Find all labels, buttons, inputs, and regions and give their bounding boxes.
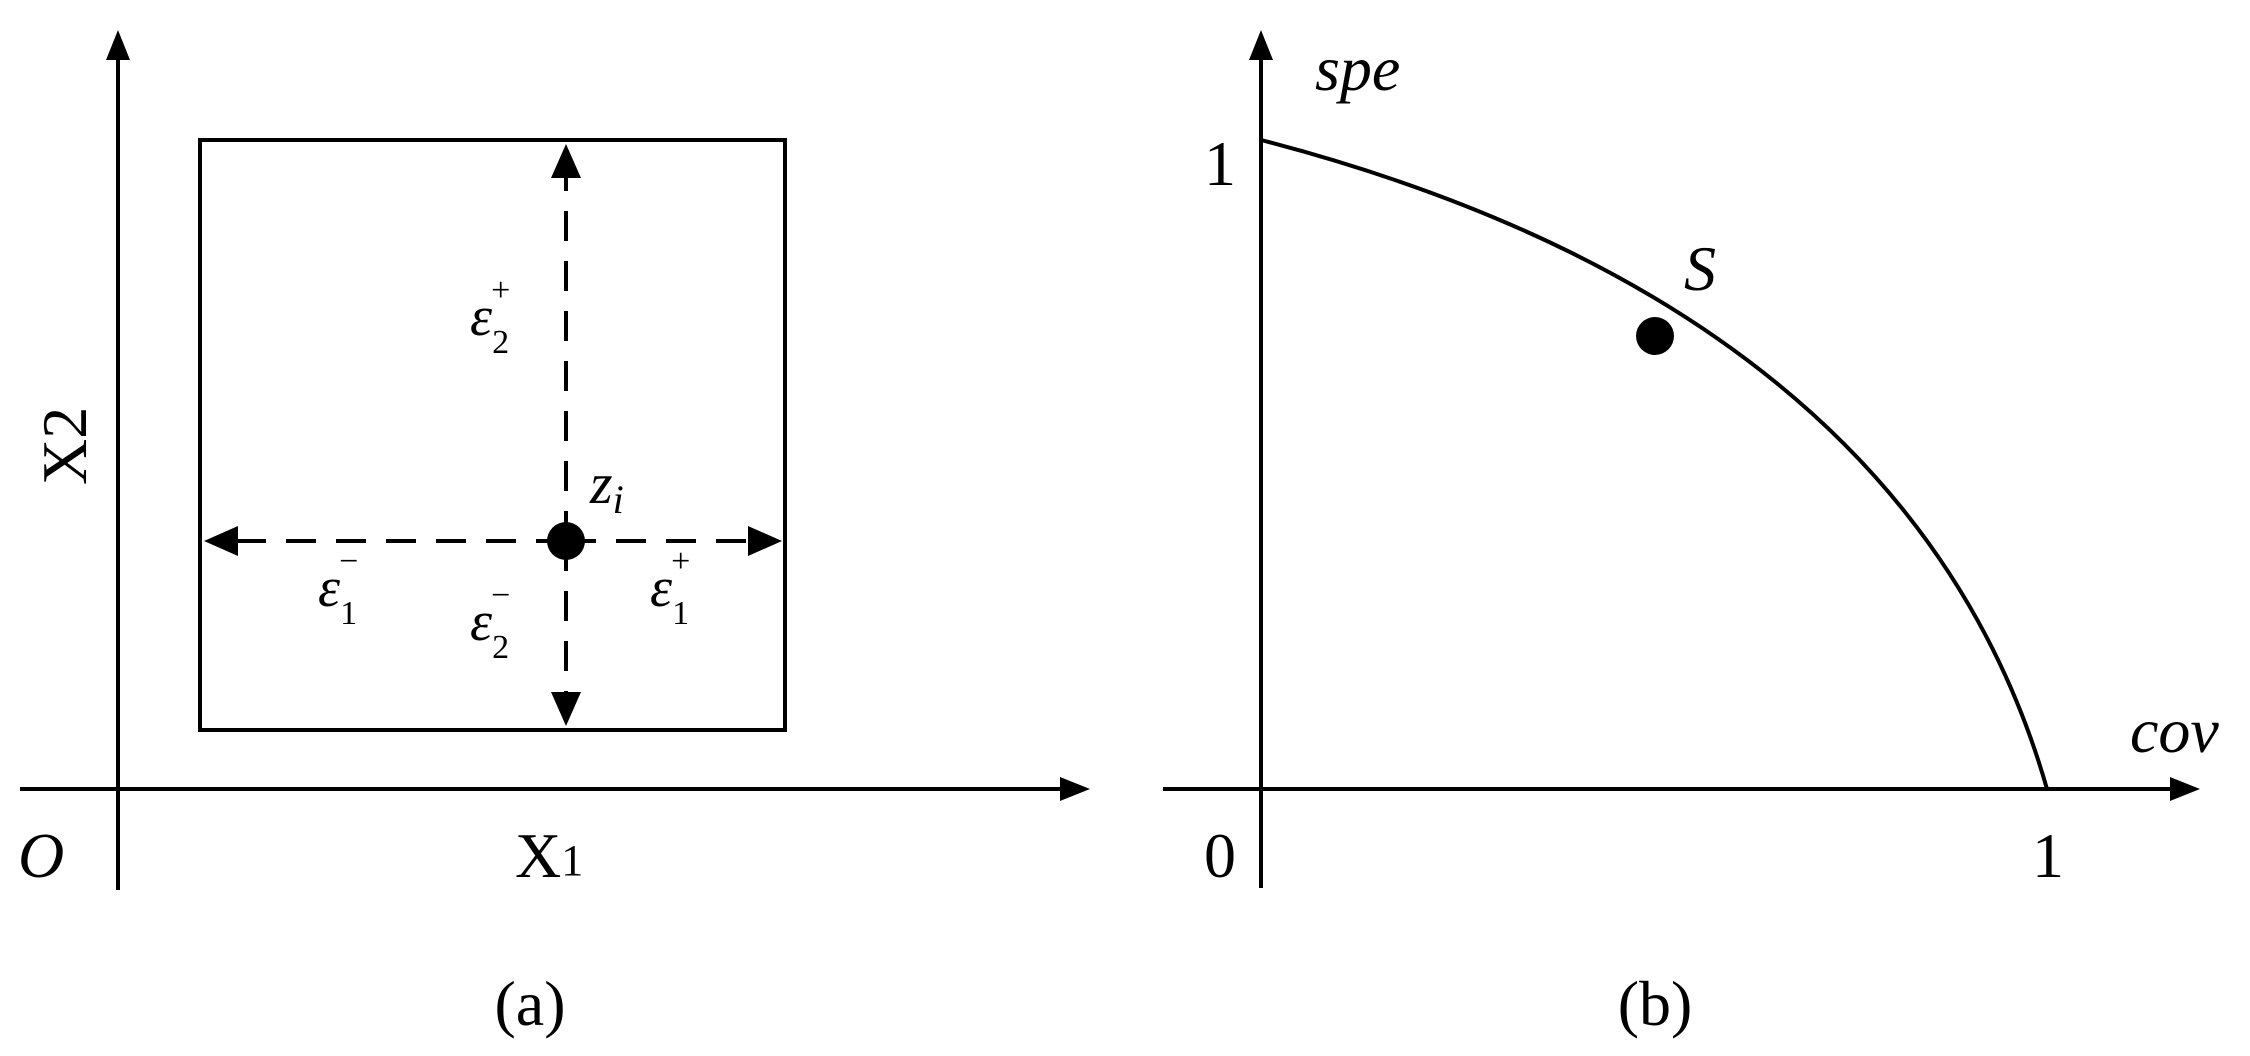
point-s: [1636, 317, 1674, 355]
y-axis-arrowhead-a: [106, 30, 130, 60]
x-axis-arrowhead-a: [1060, 777, 1090, 801]
epsilon-down-arrowhead: [551, 692, 581, 726]
spe-cov-curve: [1260, 138, 2049, 790]
x-axis-arrowhead-b: [2170, 777, 2200, 801]
point-zi: [547, 522, 585, 560]
epsilon-1-minus-label: ε1−: [318, 543, 358, 632]
x-axis-label-a: X1: [515, 820, 583, 891]
epsilon-2-plus-label: ε2+: [470, 272, 510, 361]
point-s-label: S: [1684, 233, 1716, 304]
caption-a: (a): [494, 968, 565, 1039]
panel-b: S spe cov 1 1 0 (b): [1163, 30, 2219, 1039]
x-tick-label-b: 1: [2032, 820, 2064, 891]
epsilon-right-arrowhead: [748, 526, 782, 556]
y-tick-label-b: 1: [1204, 128, 1236, 199]
epsilon-2-minus-label: ε2−: [470, 577, 510, 666]
x-axis-label-b: cov: [2130, 695, 2219, 766]
caption-b: (b): [1618, 968, 1693, 1039]
origin-label-b: 0: [1204, 820, 1236, 891]
origin-label-a: O: [18, 820, 64, 891]
y-axis-arrowhead-b: [1249, 30, 1273, 60]
epsilon-1-plus-label: ε1+: [650, 543, 690, 632]
y-axis-label-b: spe: [1315, 33, 1400, 104]
y-axis-label-a: X2: [29, 407, 100, 485]
epsilon-left-arrowhead: [204, 526, 238, 556]
epsilon-box: [198, 138, 787, 732]
epsilon-up-arrowhead: [551, 144, 581, 178]
point-zi-label: zi: [589, 451, 624, 522]
panel-a: zi ε2+ ε2− ε1− ε1+ O X1 X2 (a): [18, 30, 1090, 1039]
